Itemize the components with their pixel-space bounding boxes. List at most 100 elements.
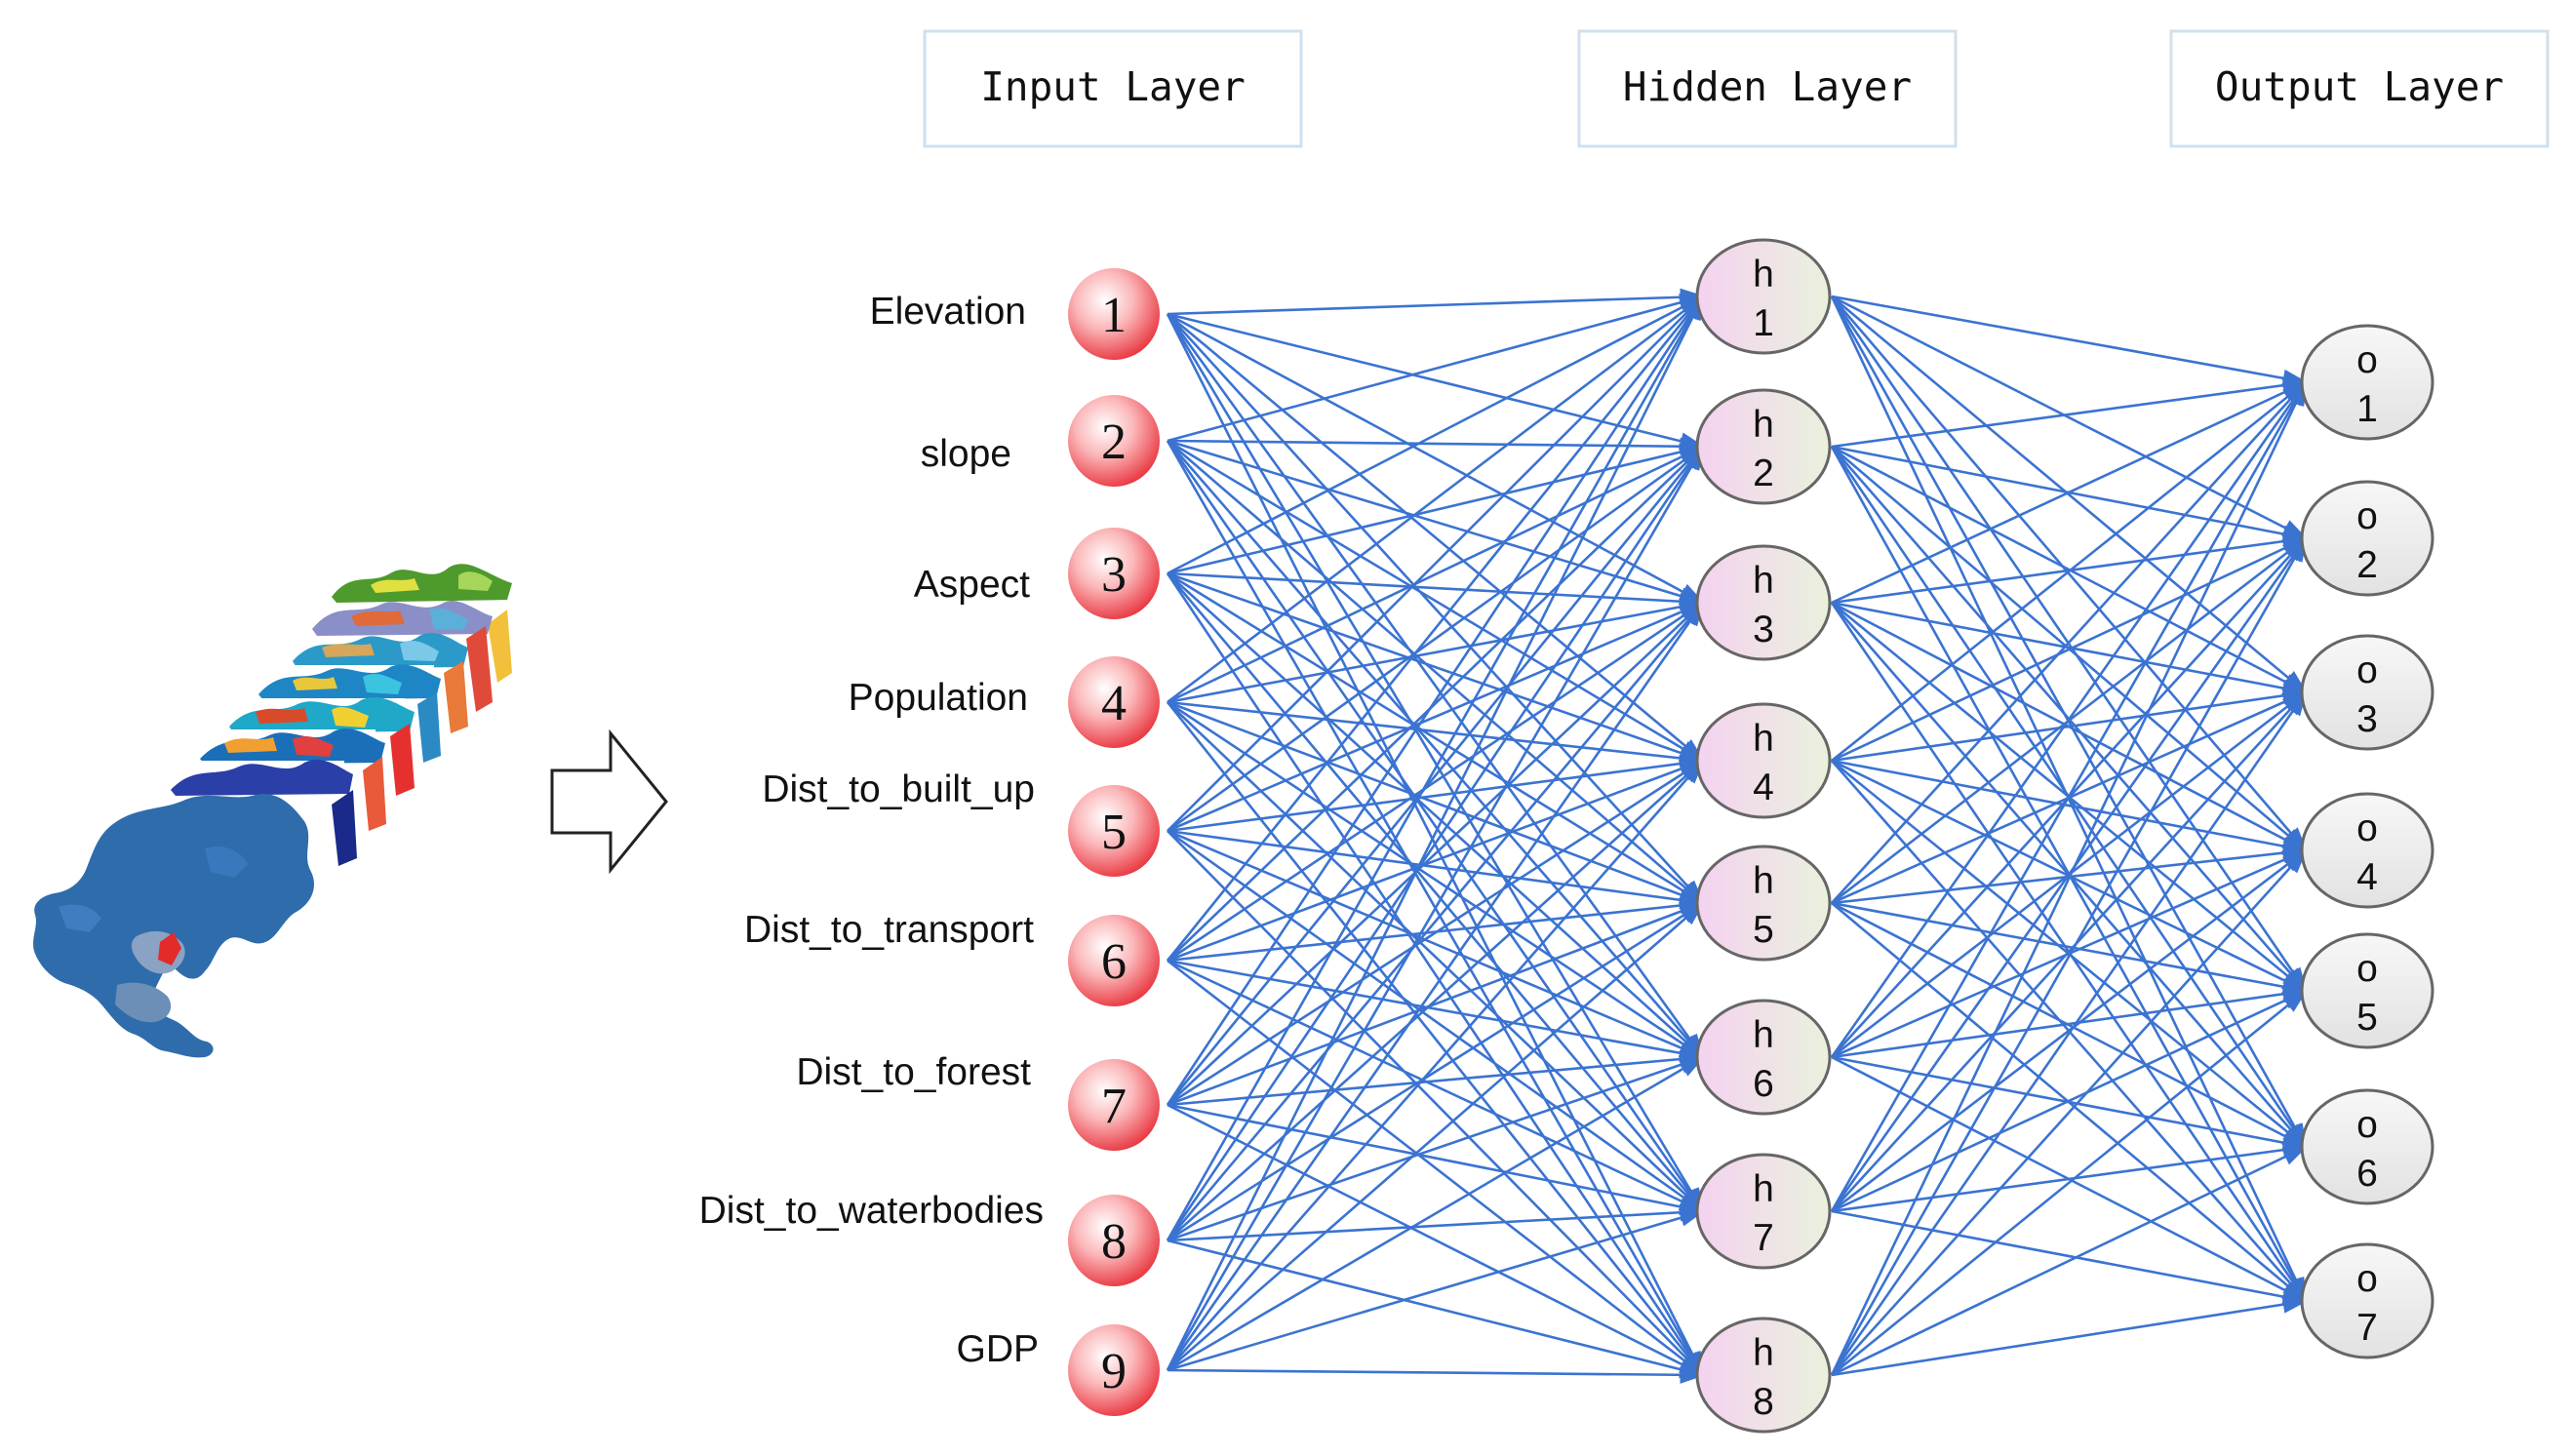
input-node-circle [1068,268,1160,360]
output-node-ellipse [2300,324,2434,441]
input-node: 5 [1068,785,1160,877]
connection-hidden-8-to-output-3 [1830,689,2308,1376]
input-feature-label: Dist_to_waterbodies [699,1190,1044,1232]
input-node-number: 5 [1101,805,1127,860]
input-feature-label: slope [921,433,1011,475]
connection-input-9-to-hidden-4 [1167,759,1705,1371]
connection-input-3-to-hidden-8 [1166,572,1705,1378]
output-node-index: 4 [2356,856,2378,898]
output-node-index: 1 [2356,388,2378,430]
connection-input-3-to-hidden-7 [1167,572,1705,1213]
input-node: 9 [1068,1324,1160,1416]
connection-hidden-8-to-output-1 [1830,379,2308,1376]
hidden-node-ellipse [1695,702,1832,819]
connection-input-5-to-hidden-8 [1167,830,1705,1377]
connection-input-6-to-hidden-4 [1167,759,1706,963]
connection-input-8-to-hidden-7 [1167,1203,1706,1242]
connection-input-7-to-hidden-5 [1167,901,1706,1107]
connection-hidden-1-to-output-1 [1831,295,2309,387]
connection-input-8-to-hidden-1 [1166,294,1705,1241]
connection-input-2-to-hidden-2 [1167,437,1706,455]
connection-hidden-7-to-output-6 [1831,1141,2309,1213]
connection-input-4-to-hidden-1 [1167,295,1706,704]
connection-input-5-to-hidden-4 [1167,755,1706,833]
connection-input-9-to-hidden-6 [1167,1055,1706,1372]
connection-input-9-to-hidden-3 [1166,600,1705,1371]
connection-input-6-to-hidden-1 [1166,294,1705,962]
connection-input-6-to-hidden-8 [1167,959,1706,1377]
output-layer-title: Output Layer [2169,29,2550,148]
connection-hidden-7-to-output-5 [1831,989,2309,1213]
output-node: o3 [2300,634,2434,751]
hidden-to-output-connections [1830,295,2309,1377]
connection-input-4-to-hidden-7 [1167,701,1705,1213]
output-node: o6 [2300,1088,2434,1205]
connection-input-8-to-hidden-3 [1167,601,1705,1241]
connection-input-5-to-hidden-5 [1167,829,1706,909]
raster-layer-5 [229,697,415,796]
hidden-node-letter: h [1753,1332,1774,1374]
input-node-number: 2 [1101,414,1127,470]
output-node-ellipse [2300,480,2434,597]
connection-hidden-6-to-output-5 [1831,985,2309,1059]
connection-hidden-8-to-output-4 [1831,848,2308,1376]
connection-hidden-8-to-output-5 [1831,989,2309,1377]
input-feature-label: GDP [956,1328,1039,1370]
output-node-letter: o [2356,1258,2378,1300]
input-node: 2 [1068,395,1160,487]
hidden-node-index: 1 [1753,302,1774,344]
output-node-index: 5 [2356,997,2378,1039]
hidden-node-letter: h [1753,560,1774,602]
hidden-node-index: 3 [1753,609,1774,650]
connection-input-3-to-hidden-1 [1167,295,1706,575]
hidden-node-ellipse [1695,1317,1832,1434]
hidden-layer-title-text: Hidden Layer [1623,63,1912,110]
output-layer-title-text: Output Layer [2215,63,2504,110]
output-node-letter: o [2356,1104,2378,1146]
connection-input-7-to-hidden-1 [1166,294,1705,1106]
hidden-node-ellipse [1695,999,1832,1116]
hidden-node-letter: h [1753,1014,1774,1056]
connection-hidden-4-to-output-4 [1831,759,2309,855]
connection-input-9-to-hidden-2 [1166,444,1705,1371]
connection-input-7-to-hidden-4 [1167,759,1706,1107]
connection-input-6-to-hidden-6 [1167,959,1706,1062]
connection-input-5-to-hidden-1 [1167,295,1705,832]
connection-input-4-to-hidden-8 [1166,701,1705,1378]
connection-input-8-to-hidden-4 [1167,759,1705,1241]
input-node-number: 3 [1101,547,1127,603]
connection-input-7-to-hidden-6 [1167,1050,1706,1107]
connection-hidden-5-to-output-5 [1831,901,2309,996]
output-node-index: 2 [2356,544,2378,586]
connection-input-4-to-hidden-2 [1167,445,1706,704]
connection-input-8-to-hidden-8 [1167,1239,1706,1379]
output-node-letter: o [2356,649,2378,691]
connection-input-2-to-hidden-3 [1167,439,1706,605]
input-node-number: 1 [1101,288,1127,343]
connection-input-6-to-hidden-3 [1167,601,1706,963]
hidden-node-ellipse [1695,544,1832,661]
connection-input-1-to-hidden-5 [1167,313,1705,905]
hidden-node-index: 5 [1753,909,1774,951]
hidden-node: h4 [1695,702,1832,819]
output-node-letter: o [2356,807,2378,849]
input-to-hidden-connections [1166,288,1706,1384]
output-node-ellipse [2300,792,2434,909]
input-node: 4 [1068,656,1160,748]
connection-input-2-to-hidden-5 [1167,440,1705,905]
connection-hidden-1-to-output-4 [1831,295,2308,852]
connection-input-9-to-hidden-5 [1167,901,1705,1371]
connection-input-8-to-hidden-6 [1167,1055,1706,1242]
connection-input-2-to-hidden-6 [1167,440,1705,1059]
output-node: o4 [2300,792,2434,909]
right-arrow-icon [550,728,668,875]
input-node: 6 [1068,915,1160,1006]
hidden-node-letter: h [1753,1168,1774,1210]
hidden-node-letter: h [1753,404,1774,446]
map-layer-stack-icon [33,564,512,1058]
hidden-node-ellipse [1695,845,1832,962]
connection-input-9-to-hidden-1 [1166,294,1705,1371]
